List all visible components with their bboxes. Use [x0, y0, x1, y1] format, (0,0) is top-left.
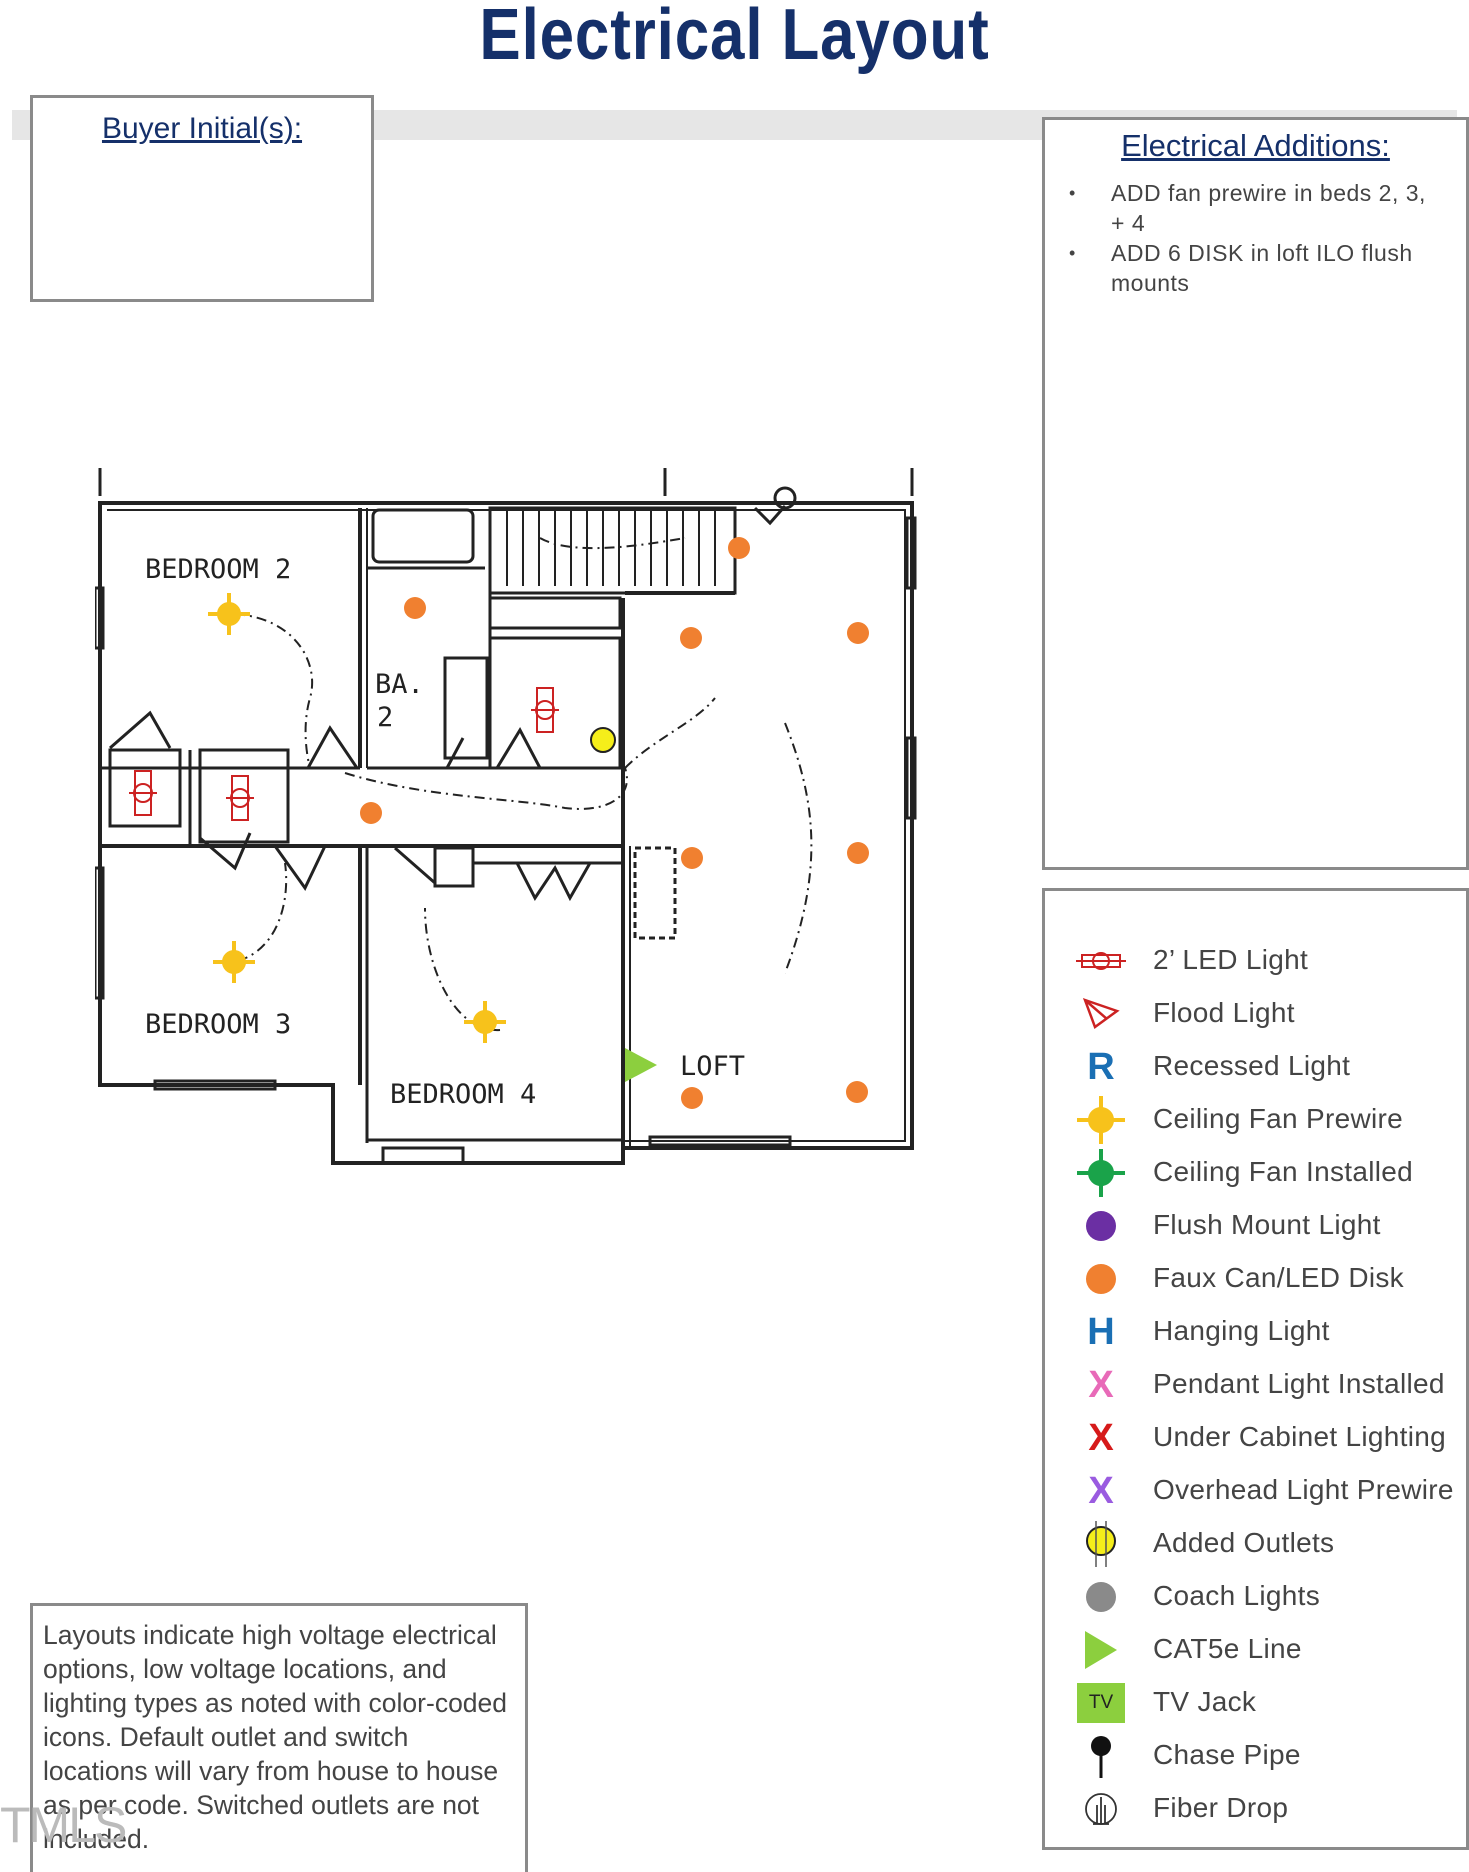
- ceiling-fan-installed-icon: [1073, 1148, 1129, 1198]
- cat5e-line-icon: [625, 1048, 657, 1082]
- legend-item: R Recessed Light: [1045, 1042, 1469, 1092]
- legend-item: CAT5e Line: [1045, 1625, 1469, 1675]
- legend-item: Added Outlets: [1045, 1519, 1469, 1569]
- legend-item: X Under Cabinet Lighting: [1045, 1413, 1469, 1463]
- electrical-additions-box: Electrical Additions: ADD fan prewire in…: [1042, 117, 1469, 870]
- legend-item: Faux Can/LED Disk: [1045, 1254, 1469, 1304]
- room-label-bath-number: 2: [377, 702, 393, 733]
- flush-mount-light-icon: [1073, 1201, 1129, 1251]
- room-label-bedroom-2: BEDROOM 2: [145, 554, 291, 585]
- pendant-light-installed-icon: X: [1088, 1363, 1114, 1406]
- disclaimer-text: Layouts indicate high voltage electrical…: [43, 1620, 508, 1854]
- hanging-light-icon: H: [1087, 1310, 1115, 1353]
- overhead-light-prewire-icon: X: [1088, 1469, 1114, 1512]
- floor-plan: BEDROOM 2 BA. 2 BEDROOM 3 BEDROOM 4 LOFT: [95, 468, 917, 1165]
- fiber-drop-icon: [1073, 1784, 1129, 1834]
- under-cabinet-lighting-icon: X: [1088, 1416, 1114, 1459]
- added-outlets-icon: [590, 727, 616, 753]
- legend-item: TV TV Jack: [1045, 1678, 1469, 1728]
- ceiling-fan-prewire-icon: [208, 593, 506, 1043]
- legend-box: 2’ LED Light Flood Light R Recessed Ligh…: [1042, 888, 1469, 1850]
- ceiling-fan-prewire-icon: [1073, 1095, 1129, 1145]
- legend-item: Fiber Drop: [1045, 1784, 1469, 1834]
- tv-jack-icon: TV: [1073, 1678, 1129, 1728]
- buyer-initials-heading: Buyer Initial(s):: [101, 112, 303, 145]
- buyer-initials-box[interactable]: Buyer Initial(s):: [30, 95, 374, 302]
- legend-item: X Overhead Light Prewire: [1045, 1466, 1469, 1516]
- led-2ft-icon: [129, 687, 559, 821]
- led-2ft-icon: [1073, 936, 1129, 986]
- legend-item: Flush Mount Light: [1045, 1201, 1469, 1251]
- legend-item: Flood Light: [1045, 989, 1469, 1039]
- legend-item: Coach Lights: [1045, 1572, 1469, 1622]
- room-label-bedroom-4: BEDROOM 4: [390, 1079, 536, 1110]
- legend-item: Chase Pipe: [1045, 1731, 1469, 1781]
- cat5e-line-icon: [1073, 1625, 1129, 1675]
- room-label-bath: BA.: [375, 669, 424, 700]
- room-label-bedroom-3: BEDROOM 3: [145, 1009, 291, 1040]
- additions-list: ADD fan prewire in beds 2, 3, + 4 ADD 6 …: [1045, 178, 1466, 298]
- faux-can-led-disk-icon: [360, 537, 869, 1109]
- legend-item: Ceiling Fan Installed: [1045, 1148, 1469, 1198]
- addition-item: ADD 6 DISK in loft ILO flush mounts: [1069, 238, 1446, 298]
- legend-item: Ceiling Fan Prewire: [1045, 1095, 1469, 1145]
- faux-can-led-disk-icon: [1073, 1254, 1129, 1304]
- legend-item: X Pendant Light Installed: [1045, 1360, 1469, 1410]
- coach-lights-icon: [1073, 1572, 1129, 1622]
- added-outlets-icon: [1073, 1519, 1129, 1569]
- flood-light-icon: [1073, 989, 1129, 1039]
- electrical-additions-heading: Electrical Additions:: [1121, 128, 1390, 163]
- legend-item: H Hanging Light: [1045, 1307, 1469, 1357]
- page-title: Electrical Layout: [479, 0, 990, 75]
- addition-item: ADD fan prewire in beds 2, 3, + 4: [1069, 178, 1446, 238]
- recessed-light-icon: R: [1087, 1045, 1115, 1088]
- disclaimer-box: Layouts indicate high voltage electrical…: [30, 1603, 528, 1872]
- watermark-logo: TMLS: [0, 1797, 127, 1853]
- chase-pipe-icon: [1073, 1731, 1129, 1781]
- room-label-loft: LOFT: [680, 1051, 745, 1082]
- legend-item: 2’ LED Light: [1045, 936, 1469, 986]
